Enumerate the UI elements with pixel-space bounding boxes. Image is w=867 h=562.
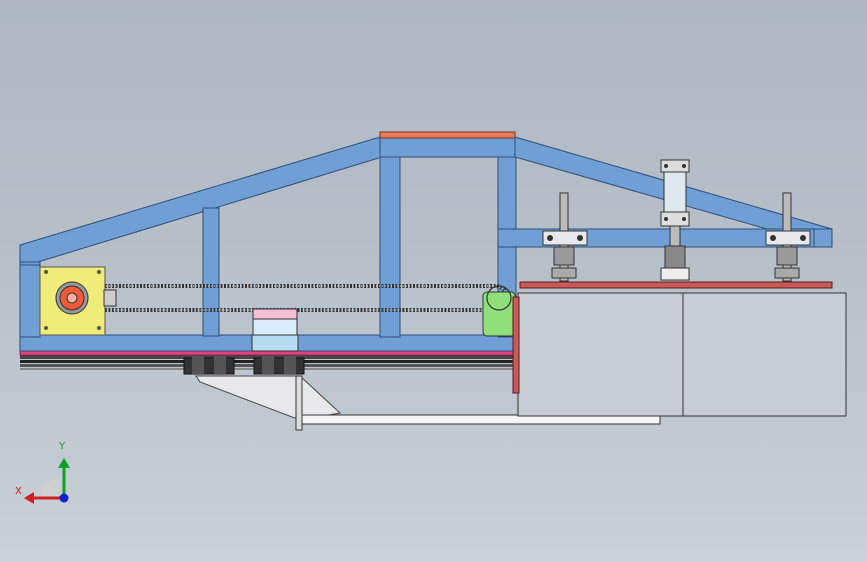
lower-bracket xyxy=(195,375,661,431)
pneumatic-cylinder xyxy=(660,159,690,281)
motor-unit xyxy=(39,266,117,336)
y-axis-label: Y xyxy=(59,441,66,452)
top-plate xyxy=(379,131,516,139)
z-axis-dot xyxy=(59,493,69,503)
chain-tensioner xyxy=(482,285,516,337)
press-plate xyxy=(519,281,833,289)
guide-rod-left xyxy=(542,192,588,282)
sliding-carriage xyxy=(251,308,299,352)
x-axis-label: X xyxy=(15,486,22,497)
linear-bearing-blocks xyxy=(183,356,305,375)
inner-post-1 xyxy=(202,207,220,337)
machine-housing xyxy=(512,292,847,417)
center-post-left xyxy=(379,156,401,338)
guide-rod-right xyxy=(765,192,811,282)
